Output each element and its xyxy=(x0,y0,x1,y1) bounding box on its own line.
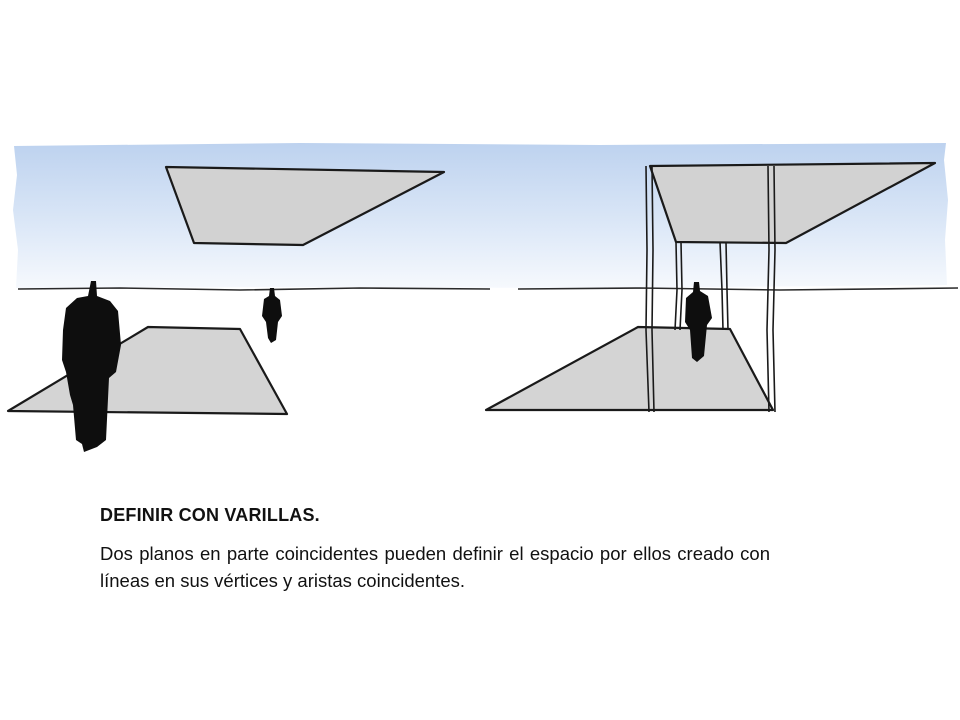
lower-plane-left xyxy=(6,325,289,416)
person-silhouette-right xyxy=(685,282,712,362)
horizon-line xyxy=(17,287,959,291)
caption-body: Dos planos en parte coincidentes pueden … xyxy=(100,543,770,591)
lower-plane-right xyxy=(484,325,775,412)
vertical-rods xyxy=(645,165,776,413)
person-silhouette-small xyxy=(262,288,282,343)
sketch-illustration xyxy=(6,143,959,452)
person-silhouette-large xyxy=(62,281,121,452)
upper-plane-right xyxy=(648,161,937,245)
caption-title: DEFINIR CON VARILLAS. xyxy=(100,505,320,525)
planes-with-rods-sketch xyxy=(484,161,937,413)
two-planes-sketch xyxy=(6,165,446,452)
caption-block: DEFINIR CON VARILLAS. Dos planos en part… xyxy=(100,505,770,594)
upper-plane-left xyxy=(164,165,446,247)
